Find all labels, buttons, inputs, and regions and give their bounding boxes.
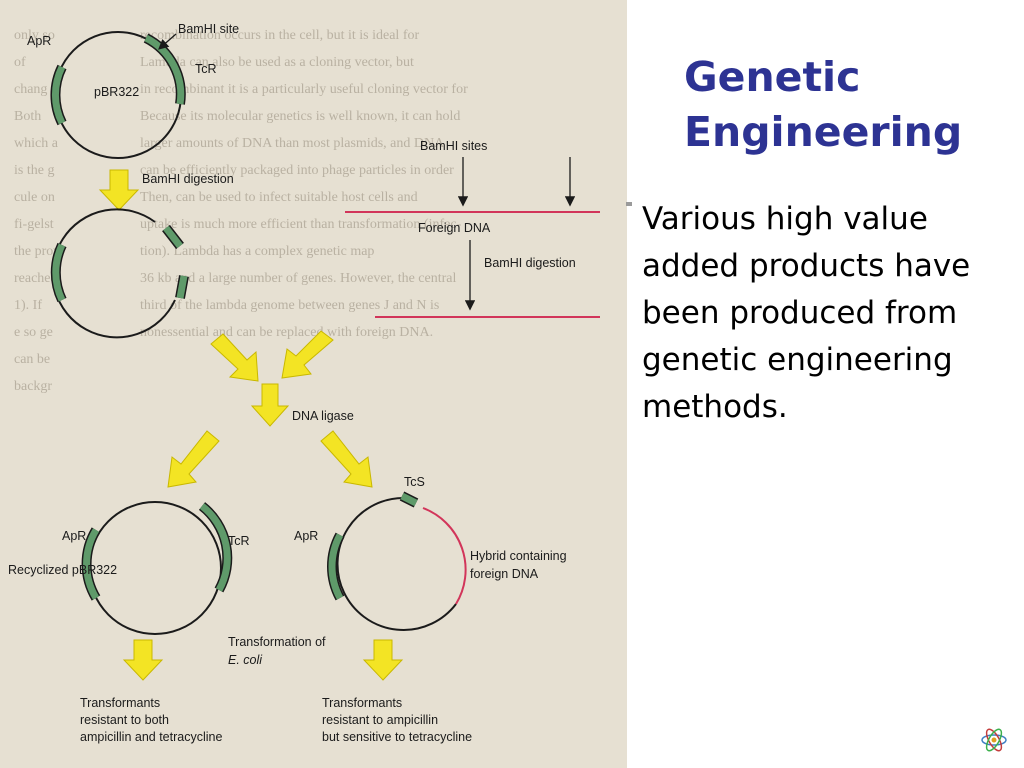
apr-marker-3 <box>83 528 100 600</box>
apr-label-recyclized: ApR <box>62 529 86 543</box>
bamhi-sites-label: BamHI sites <box>420 139 487 153</box>
down-arrow-transformation-left <box>122 639 164 681</box>
transformants-left-line-2: resistant to both <box>80 713 169 727</box>
pbr322-label: pBR322 <box>94 85 139 99</box>
atom-icon <box>981 728 1007 752</box>
ligase-arrow <box>250 383 290 427</box>
tc-fragment-a <box>163 225 183 249</box>
linearized-plasmid <box>50 208 189 339</box>
recyclized-label: Recyclized pBR322 <box>8 563 117 577</box>
split-arrow-right <box>320 430 373 488</box>
cloning-diagram: BamHI site ApR TcR pBR322 BamHI digestio… <box>8 22 600 744</box>
transformants-right-line-1: Transformants <box>322 696 402 710</box>
bamhi-site-pointer <box>158 33 177 50</box>
linearized-plasmid-arc <box>51 208 176 339</box>
plasmid-recyclized <box>81 501 233 635</box>
bamhi-digestion-label-1: BamHI digestion <box>142 172 234 186</box>
slide-title: Genetic Engineering <box>684 53 963 156</box>
hybrid-label-line-2: foreign DNA <box>470 567 539 581</box>
bamhi-site-label: BamHI site <box>178 22 239 36</box>
bullet-marker <box>626 202 632 206</box>
tcr-marker <box>144 34 185 105</box>
tcr-marker-3 <box>199 503 231 592</box>
bamhi-digestion-label-2: BamHI digestion <box>484 256 576 270</box>
transformants-left-line-3: ampicillin and tetracycline <box>80 730 222 744</box>
transformants-right-line-3: but sensitive to tetracycline <box>322 730 472 744</box>
down-arrow-1 <box>98 169 140 211</box>
slide-body-text: Various high value added products have b… <box>642 201 971 425</box>
converge-arrow-right <box>281 330 334 379</box>
apr-label-top: ApR <box>27 34 51 48</box>
hybrid-circle <box>336 496 457 631</box>
background-text-right: recombination occurs in the cell, but it… <box>140 28 468 340</box>
transformants-right-line-2: resistant to ampicillin <box>322 713 438 727</box>
background-text-left: only so of chang Both which a is the g c… <box>14 28 61 394</box>
transformation-label: Transformation of <box>228 635 326 649</box>
split-arrow-left <box>167 430 220 488</box>
tcr-label-top: TcR <box>195 62 217 76</box>
plasmid-pbr322 <box>50 31 186 159</box>
plasmid-hybrid <box>327 491 467 631</box>
tcs-label: TcS <box>404 475 425 489</box>
tcr-label-recyclized: TcR <box>228 534 250 548</box>
foreign-dna-label: Foreign DNA <box>418 221 491 235</box>
hybrid-label-line-1: Hybrid containing <box>470 549 567 563</box>
apr-label-hybrid: ApR <box>294 529 318 543</box>
apr-marker-2 <box>52 243 66 302</box>
hybrid-foreign-segment <box>422 507 467 605</box>
tc-fragment-b <box>176 275 188 299</box>
textbook-figure: only so of chang Both which a is the g c… <box>0 0 627 768</box>
apr-marker <box>52 65 66 125</box>
apr-marker-4 <box>328 533 344 600</box>
transformants-left-line-1: Transformants <box>80 696 160 710</box>
converge-arrow-left <box>210 333 259 382</box>
tcs-marker <box>400 492 418 507</box>
dna-ligase-label: DNA ligase <box>292 409 354 423</box>
down-arrow-transformation-right <box>362 639 404 681</box>
e-coli-label: E. coli <box>228 653 263 667</box>
